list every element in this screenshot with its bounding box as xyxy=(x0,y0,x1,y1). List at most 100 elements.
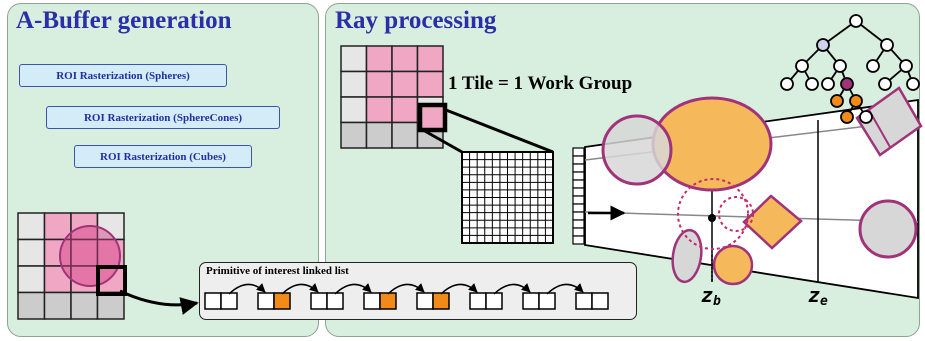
list-node-pointer xyxy=(220,292,238,310)
list-link-arrow xyxy=(440,283,478,295)
list-node-pointer xyxy=(379,292,397,310)
grey-cube-primitive xyxy=(855,86,923,157)
ray-tile-grid-cell xyxy=(391,45,419,73)
tree-node xyxy=(840,77,854,91)
list-link-arrow xyxy=(546,283,584,295)
list-node-pointer xyxy=(538,292,556,310)
dotted-sphere-primitive xyxy=(677,178,749,250)
z-begin-label: zb xyxy=(701,283,721,309)
z-begin-letter: z xyxy=(701,283,714,307)
ray-tile-grid-cell xyxy=(365,45,393,73)
dotted-sphere-small xyxy=(718,196,754,232)
abuffer-highlight-tile xyxy=(96,265,127,296)
abuffer-grid-cell xyxy=(96,291,125,320)
thread-cell xyxy=(572,147,585,157)
abuffer-grid-cell xyxy=(17,291,46,320)
list-node-data xyxy=(257,292,275,310)
ray-tile-grid-cell xyxy=(340,70,368,98)
abuffer-grid-cell xyxy=(43,291,72,320)
list-link-arrow xyxy=(281,283,319,295)
thread-cell xyxy=(572,163,585,173)
orange-cube-primitive xyxy=(742,194,803,250)
list-node-data xyxy=(575,292,593,310)
list-node-data xyxy=(204,292,222,310)
ray-tile-grid-cell xyxy=(340,45,368,73)
tree-node xyxy=(899,59,913,73)
tree-node xyxy=(805,77,819,91)
roi-cubes-button[interactable]: ROI Rasterization (Cubes) xyxy=(74,145,252,168)
thread-cell xyxy=(572,203,585,213)
thread-cell xyxy=(572,171,585,181)
roi-sphere-circle xyxy=(59,225,121,287)
tree-node xyxy=(840,110,854,124)
thread-cell xyxy=(572,179,585,189)
tree-node xyxy=(878,77,892,91)
ray-tile-grid-cell xyxy=(391,96,419,124)
tree-node xyxy=(821,77,835,91)
ray-panel-title: Ray processing xyxy=(335,7,497,34)
ray-tile-grid-cell xyxy=(365,96,393,124)
ray-tile-grid-cell xyxy=(416,70,444,98)
tree-node xyxy=(906,77,920,91)
thread-cell xyxy=(572,227,585,237)
list-node-data xyxy=(469,292,487,310)
list-link-arrow xyxy=(387,283,425,295)
roi-spheres-button[interactable]: ROI Rasterization (Spheres) xyxy=(19,64,227,87)
z-end-letter: z xyxy=(808,283,821,307)
abuffer-to-list-arrow xyxy=(119,289,199,315)
ray-tile-grid-cell xyxy=(391,121,419,149)
abuffer-panel-title: A-Buffer generation xyxy=(16,7,232,34)
ray-tile-grid-cell xyxy=(416,45,444,73)
linked-list-title: Primitive of interest linked list xyxy=(206,265,349,277)
list-node-data xyxy=(363,292,381,310)
tree-node xyxy=(795,59,809,73)
orange-small-sphere xyxy=(712,244,754,286)
grey-circle-primitive xyxy=(601,114,673,186)
tile-work-group-label: 1 Tile = 1 Work Group xyxy=(448,73,633,94)
list-node-data xyxy=(522,292,540,310)
ray-tile-grid-cell xyxy=(340,96,368,124)
thread-cell xyxy=(572,235,585,245)
abuffer-grid-cell xyxy=(70,291,99,320)
thread-cell xyxy=(572,155,585,165)
tree-node xyxy=(849,94,863,108)
zoom-line xyxy=(445,108,554,154)
list-node-pointer xyxy=(273,292,291,310)
tree-node xyxy=(830,94,844,108)
abuffer-grid-cell xyxy=(17,212,46,241)
thread-cell xyxy=(572,219,585,229)
grey-circle-primitive-right xyxy=(858,199,918,259)
z-end-sub: e xyxy=(820,294,828,309)
zoom-line xyxy=(422,128,463,154)
z-begin-sub: b xyxy=(713,294,721,309)
ray-highlight-tile xyxy=(417,102,448,133)
thread-cell xyxy=(572,211,585,221)
tree-node xyxy=(849,14,863,28)
list-node-pointer xyxy=(485,292,503,310)
tree-node xyxy=(880,38,894,52)
list-node-data xyxy=(310,292,328,310)
thread-cell xyxy=(572,195,585,205)
roi-spherecones-button[interactable]: ROI Rasterization (SphereCones) xyxy=(46,106,280,129)
ray-tile-grid-cell xyxy=(391,70,419,98)
z-end-label: ze xyxy=(808,283,828,309)
tree-node xyxy=(859,110,873,124)
list-node-pointer xyxy=(432,292,450,310)
list-link-arrow xyxy=(228,283,266,295)
list-link-arrow xyxy=(493,283,531,295)
abuffer-grid-cell xyxy=(17,265,46,294)
abuffer-grid-cell xyxy=(17,238,46,267)
ray-tile-grid-cell xyxy=(340,121,368,149)
list-link-arrow xyxy=(334,283,372,295)
tree-node xyxy=(780,77,794,91)
list-node-pointer xyxy=(591,292,609,310)
tree-node xyxy=(816,38,830,52)
tree-node xyxy=(833,59,847,73)
ray-tile-grid-cell xyxy=(365,121,393,149)
list-node-data xyxy=(416,292,434,310)
ray-sample-point xyxy=(708,214,716,222)
ray-tile-grid-cell xyxy=(365,70,393,98)
list-node-pointer xyxy=(326,292,344,310)
